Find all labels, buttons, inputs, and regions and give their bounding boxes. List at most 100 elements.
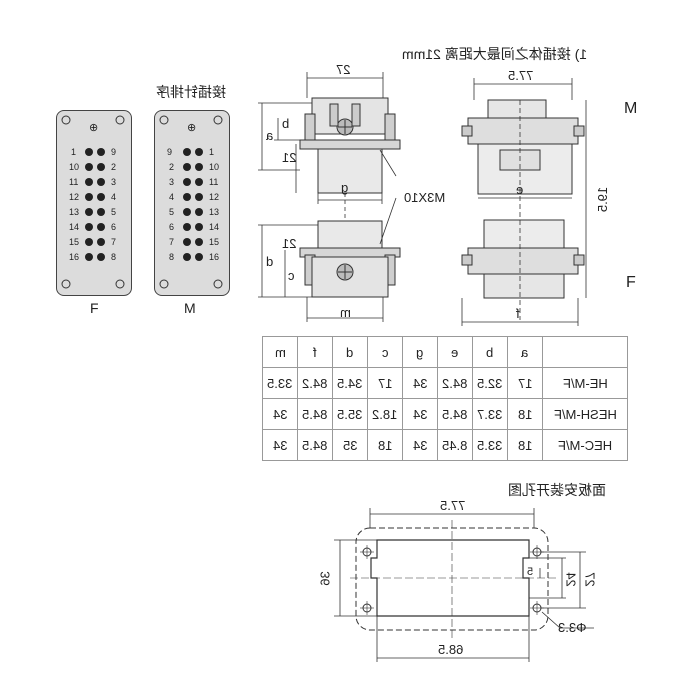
pin-number: 5: [169, 207, 175, 217]
table-cell: 8.45: [437, 429, 473, 461]
pin-contact: [97, 253, 105, 261]
side-label-m: m: [340, 305, 351, 320]
pin-row: 6 14: [155, 220, 229, 235]
table-cell-model: HEC-M/F: [542, 429, 628, 461]
table-cell: 33.5: [472, 429, 508, 461]
table-header-cell: e: [437, 336, 473, 368]
pin-contact: [85, 223, 93, 231]
pin-contact: [85, 253, 93, 261]
table-cell: 34: [262, 429, 298, 461]
pin-number: 13: [69, 207, 80, 217]
pin-contact: [97, 193, 105, 201]
table-header-cell: c: [367, 336, 403, 368]
pin-number: 6: [169, 222, 175, 232]
ground-symbol: ⊕: [187, 122, 197, 134]
pin-number: 1: [209, 147, 215, 157]
table-cell: 17: [507, 367, 543, 399]
pin-contact: [195, 208, 203, 216]
front-dimension-lines: [461, 78, 587, 326]
pin-number: 14: [69, 222, 80, 232]
table-cell: 17: [367, 367, 403, 399]
table-cell: 34: [262, 398, 298, 430]
pin-contact: [97, 208, 105, 216]
table-header-cell: a: [507, 336, 543, 368]
pin-contact: [97, 178, 105, 186]
pin-number: 3: [169, 177, 175, 187]
pin-contact: [183, 223, 191, 231]
pin-number: 8: [169, 252, 175, 262]
table-cell-model: HE-M/F: [542, 367, 628, 399]
table-cell: 84.5: [297, 398, 333, 430]
pin-contact: [85, 193, 93, 201]
pin-contact: [195, 238, 203, 246]
front-view-lower: [461, 219, 585, 299]
pin-contact: [195, 253, 203, 261]
front-label-F: F: [626, 274, 636, 291]
front-height-label: 19.5: [595, 186, 611, 213]
side-label-c: c: [288, 268, 295, 283]
table-cell: 33.5: [262, 367, 298, 399]
table-row: 34 84.5 35 18 34 8.45 33.5 18 HEC-M/F: [262, 429, 628, 461]
table-cell: 18.2: [367, 398, 403, 430]
table-cell: 35: [332, 429, 368, 461]
pin-number: 12: [69, 192, 80, 202]
side-label-21-upper: 21: [282, 150, 297, 165]
pin-contact: [195, 193, 203, 201]
pin-contact: [183, 253, 191, 261]
table-header-cell: f: [297, 336, 333, 368]
side-label-b: b: [282, 116, 290, 131]
pin-contact: [97, 163, 105, 171]
cutout-hole-label: Φ3.3: [558, 620, 587, 635]
pin-contact: [195, 163, 203, 171]
pin-number: 3: [111, 177, 117, 187]
dimension-table: m f d c g e b a 33.5 84.2 34.5 17 34 84.…: [262, 336, 628, 461]
pin-contact: [195, 178, 203, 186]
pin-contact: [183, 148, 191, 156]
pin-contact: [97, 238, 105, 246]
table-cell: 84.5: [437, 398, 473, 430]
pin-contact: [85, 178, 93, 186]
pin-number: 6: [111, 222, 117, 232]
pin-number: 14: [209, 222, 220, 232]
table-cell: 32.5: [472, 367, 508, 399]
table-cell: 34: [402, 367, 438, 399]
front-view-upper: [461, 99, 585, 195]
table-cell: 84.5: [297, 429, 333, 461]
pin-number: 1: [71, 147, 77, 157]
table-header-cell: m: [262, 336, 298, 368]
table-row: 33.5 84.2 34.5 17 34 84.2 32.5 17 HE-M/F: [262, 367, 628, 399]
pin-contact: [97, 223, 105, 231]
front-label-e: e: [516, 182, 524, 197]
table-cell: 34: [402, 429, 438, 461]
table-cell: 18: [507, 429, 543, 461]
pin-contact: [85, 163, 93, 171]
ground-symbol: ⊕: [89, 122, 99, 134]
side-label-g: g: [341, 180, 349, 195]
side-view-upper: [299, 97, 401, 194]
pin-contact: [183, 193, 191, 201]
pin-number: 10: [69, 162, 80, 172]
pin-number: 8: [111, 252, 117, 262]
table-cell: 34: [402, 398, 438, 430]
insert-F-label: F: [90, 300, 99, 316]
cutout-height-label: 36: [317, 571, 333, 586]
pin-contact: [85, 238, 93, 246]
panel-cutout-drawing: [350, 520, 556, 640]
pin-contact: [183, 238, 191, 246]
distance-note: 1) 接插体之间最大距离 21mm: [402, 46, 588, 62]
pin-contact: [183, 208, 191, 216]
pin-contact: [195, 223, 203, 231]
table-header-cell: g: [402, 336, 438, 368]
table-cell: 33.7: [472, 398, 508, 430]
